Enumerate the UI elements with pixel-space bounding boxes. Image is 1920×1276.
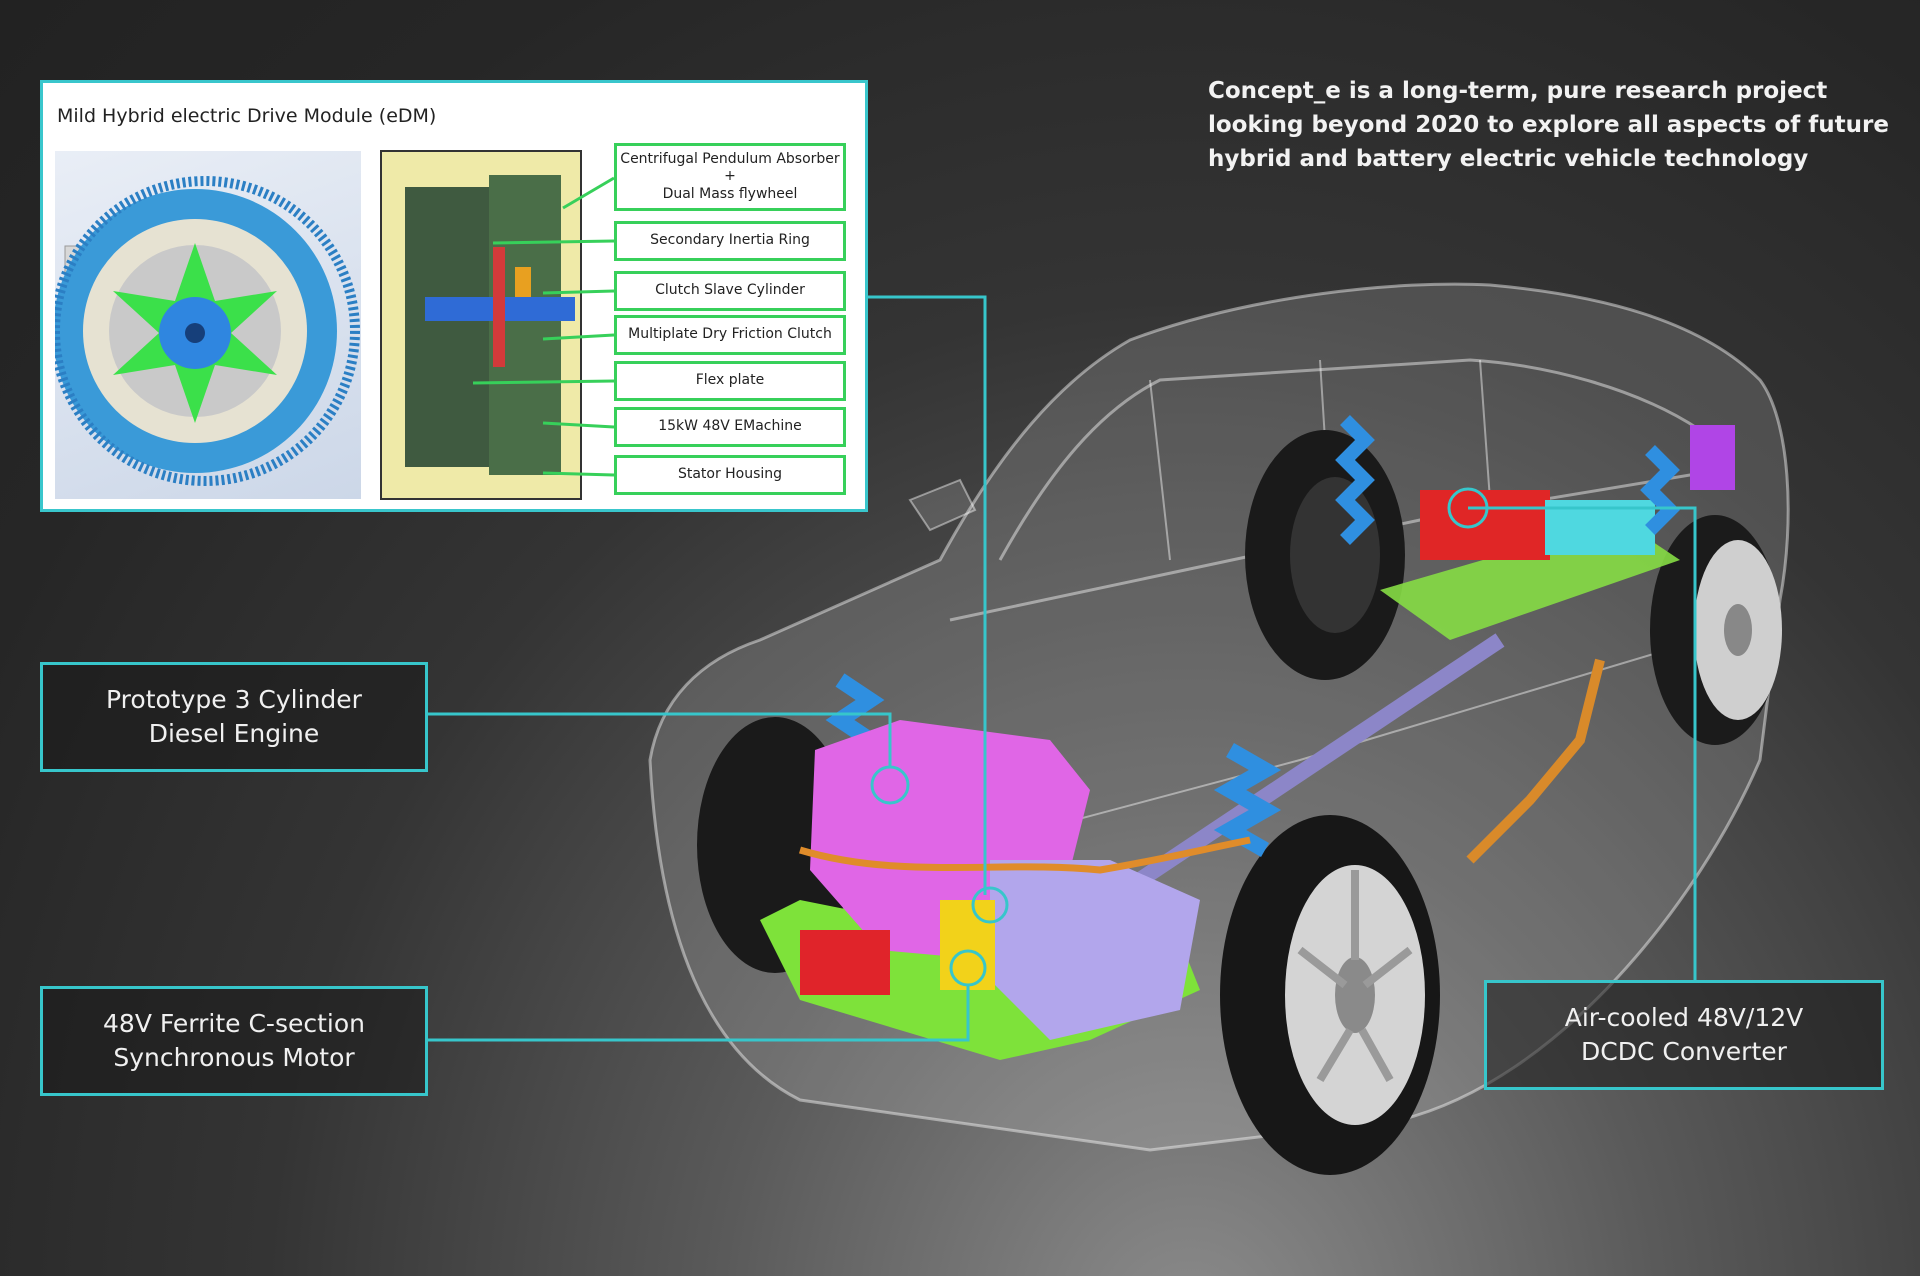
part-label-stator-housing: Stator Housing: [614, 455, 846, 495]
front-right-wheel: [1220, 815, 1440, 1175]
transmission-unit: [990, 860, 1200, 1040]
dcdc-leader-line: [1468, 506, 1697, 980]
callout-motor: 48V Ferrite C-section Synchronous Motor: [40, 986, 428, 1096]
section-clutch: [493, 247, 505, 367]
rotor-face-view: [55, 151, 361, 499]
synchronous-motor: [940, 900, 995, 990]
wiring-harness: [798, 836, 1251, 874]
section-stator: [405, 187, 493, 467]
edm-target-marker: [971, 886, 1009, 924]
engine-target-marker: [870, 765, 910, 805]
part-label-secondary-inertia-ring: Secondary Inertia Ring: [614, 221, 846, 261]
propeller-shaft: [1135, 633, 1505, 887]
callout-dcdc-label: Air-cooled 48V/12V DCDC Converter: [1564, 1003, 1804, 1066]
rear-right-wheel: [1650, 515, 1782, 745]
edm-panel-title: Mild Hybrid electric Drive Module (eDM): [57, 105, 437, 127]
hub-bore: [185, 323, 205, 343]
callout-engine: Prototype 3 Cylinder Diesel Engine: [40, 662, 428, 772]
callout-engine-label: Prototype 3 Cylinder Diesel Engine: [106, 685, 362, 748]
fuel-line-harness: [1466, 658, 1605, 864]
part-pointer-arrows: [472, 176, 615, 477]
rear-purple-module: [1690, 425, 1735, 490]
front-right-spring: [1213, 743, 1282, 857]
part-label-clutch-slave-cylinder: Clutch Slave Cylinder: [614, 271, 846, 311]
flywheel-rim: [55, 176, 360, 486]
engine-leader-line: [428, 712, 892, 768]
callout-dcdc-converter: Air-cooled 48V/12V DCDC Converter: [1484, 980, 1884, 1090]
part-label-flex-plate: Flex plate: [614, 361, 846, 401]
section-slave-cylinder: [515, 267, 531, 297]
rear-left-spring: [1335, 415, 1375, 545]
starter-unit: [800, 930, 890, 995]
rear-right-spring: [1640, 445, 1680, 535]
dcdc-target-marker: [1447, 487, 1489, 529]
motor-target-marker: [949, 949, 987, 987]
motor-leader-line: [428, 985, 970, 1042]
module-cross-section-view: [380, 150, 582, 500]
project-description: Concept_e is a long-term, pure research …: [1208, 78, 1889, 172]
edm-inset-panel: Mild Hybrid electric Drive Module (eDM) …: [40, 80, 868, 512]
part-label-emachine: 15kW 48V EMachine: [614, 407, 846, 447]
part-label-multiplate-dry-friction-clutch: Multiplate Dry Friction Clutch: [614, 315, 846, 355]
edm-leader-line: [868, 295, 987, 895]
callout-motor-label: 48V Ferrite C-section Synchronous Motor: [103, 1009, 365, 1072]
part-label-centrifugal-pendulum-absorber: Centrifugal Pendulum Absorber + Dual Mas…: [614, 143, 846, 211]
